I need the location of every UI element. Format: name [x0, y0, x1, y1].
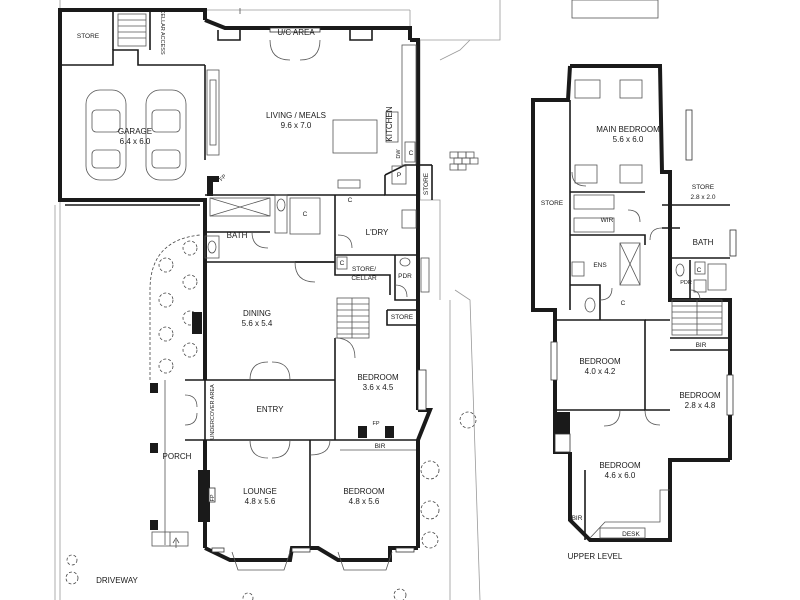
label-uc-area: U/C AREA	[277, 28, 315, 37]
label-living-meals: LIVING / MEALS	[266, 111, 326, 120]
car-icon	[85, 89, 127, 181]
label-bedroom-c-dims: 4.6 x 6.0	[605, 471, 636, 480]
staircase-upper	[671, 299, 723, 336]
label-kitchen: KITCHEN	[385, 106, 394, 141]
label-bedroom-a-dims: 4.0 x 4.2	[585, 367, 616, 376]
label-lounge-dims: 4.8 x 5.6	[245, 497, 276, 506]
label-store-stair: STORE	[391, 314, 414, 321]
label-garage-dims: 6.4 x 6.0	[120, 137, 151, 146]
label-pantry: P	[397, 172, 401, 179]
label-porch: PORCH	[163, 452, 192, 461]
label-store-cellar-2: CELLAR	[351, 275, 377, 282]
label-bedroom-1-dims: 3.6 x 4.5	[363, 383, 394, 392]
label-c-upper-bath: C	[697, 267, 702, 274]
label-living-dims: 9.6 x 7.0	[281, 121, 312, 130]
car-icon	[145, 89, 187, 181]
label-store-right: STORE	[423, 172, 430, 195]
label-bedroom-2: BEDROOM	[343, 487, 385, 496]
ground-floor	[58, 8, 433, 571]
label-cellar-access: CELLAR ACCESS	[159, 9, 165, 55]
label-c-band: C	[303, 211, 308, 218]
label-dining: DINING	[243, 309, 271, 318]
site-boundary	[54, 0, 659, 600]
garden-trees	[65, 234, 477, 600]
label-store-upper-left: STORE	[541, 200, 564, 207]
label-bedroom-1: BEDROOM	[357, 373, 399, 382]
paving-detail	[449, 151, 479, 171]
label-store-upper-right-dims: 2.8 x 2.0	[691, 194, 716, 201]
label-c-upper: C	[621, 300, 626, 307]
label-desk: DESK	[622, 531, 640, 538]
label-bedroom-a: BEDROOM	[579, 357, 621, 366]
label-wir: WIR	[601, 217, 614, 224]
label-main-bedroom: MAIN BEDROOM	[596, 125, 660, 134]
label-c-store: C	[340, 260, 345, 267]
label-fp-lounge: FP	[210, 494, 216, 501]
label-bath: BATH	[227, 231, 248, 240]
label-upper-level: UPPER LEVEL	[568, 552, 623, 561]
label-store-top: STORE	[77, 33, 100, 40]
label-store-cellar-1: STORE/	[352, 266, 376, 273]
label-dining-dims: 5.6 x 5.4	[242, 319, 273, 328]
staircase	[336, 297, 370, 339]
label-c-kitchen: C	[409, 150, 414, 157]
label-dw: DW	[396, 149, 402, 159]
label-pdr-upper: PDR	[680, 280, 692, 286]
label-pdr: PDR	[398, 273, 412, 280]
label-garage: GARAGE	[118, 127, 152, 136]
label-undercover: UNDERCOVER AREA	[210, 384, 216, 440]
label-lounge: LOUNGE	[243, 487, 277, 496]
label-bedroom-c: BEDROOM	[599, 461, 641, 470]
label-fp-bed1: FP	[372, 421, 379, 427]
label-ens: ENS	[593, 262, 607, 269]
label-bir-upper: BIR	[572, 515, 583, 522]
label-laundry: L'DRY	[366, 228, 389, 237]
label-bedroom-b: BEDROOM	[679, 391, 721, 400]
upper-level	[531, 64, 737, 542]
label-bedroom-b-dims: 2.8 x 4.8	[685, 401, 716, 410]
label-bath-upper: BATH	[693, 238, 714, 247]
label-store-upper-right: STORE	[692, 184, 715, 191]
label-bir-1: BIR	[375, 443, 386, 450]
label-entry: ENTRY	[257, 405, 285, 414]
label-fp-living: FP	[219, 173, 228, 182]
label-bir-stair: BIR	[696, 342, 707, 349]
label-bedroom-2-dims: 4.8 x 5.6	[349, 497, 380, 506]
label-driveway: DRIVEWAY	[96, 576, 138, 585]
label-fp-dining: FP	[195, 320, 201, 327]
label-c-ldry: C	[348, 197, 353, 204]
label-main-bedroom-dims: 5.6 x 6.0	[613, 135, 644, 144]
